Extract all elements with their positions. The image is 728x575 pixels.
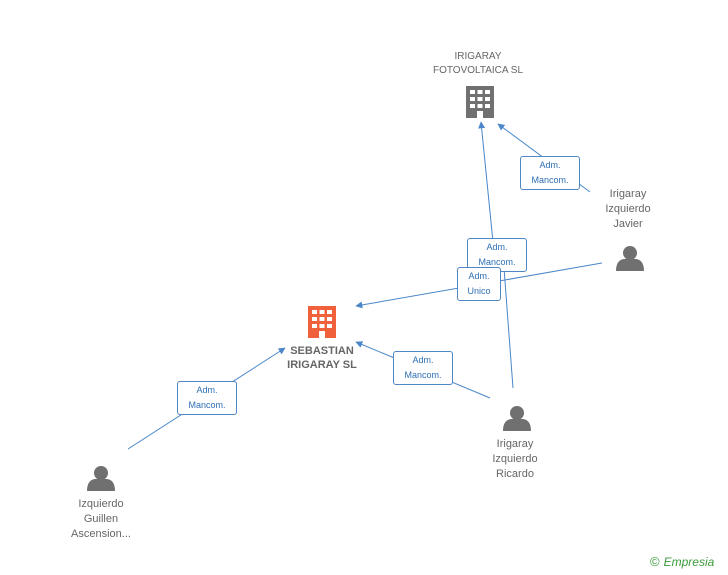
person-label-javier[interactable]: Irigaray Izquierdo Javier bbox=[605, 188, 651, 230]
edge-label-ascension-sebastian: Adm. Mancom. bbox=[177, 381, 237, 415]
person-icon bbox=[616, 246, 644, 271]
person-icon bbox=[87, 466, 115, 491]
building-icon bbox=[466, 86, 494, 118]
company-label-fotovoltaica[interactable]: IRIGARAY FOTOVOLTAICA SL bbox=[432, 51, 524, 76]
person-label-ricardo[interactable]: Irigaray Izquierdo Ricardo bbox=[492, 438, 538, 480]
person-label-ascension[interactable]: Izquierdo Guillen Ascension... bbox=[71, 498, 131, 540]
building-icon bbox=[308, 306, 336, 338]
company-label-sebastian[interactable]: SEBASTIAN IRIGARAY SL bbox=[287, 345, 357, 371]
edge-ricardo-vertical bbox=[503, 267, 514, 389]
edge-label-javier-fotovoltaica: Adm. Mancom. bbox=[520, 156, 580, 190]
person-icon bbox=[503, 406, 531, 431]
edge-label-ricardo-sebastian: Adm. Mancom. bbox=[393, 351, 453, 385]
edge-label-ricardo-fotovoltaica: Adm. Mancom. bbox=[467, 238, 527, 272]
copyright-symbol: © bbox=[650, 554, 660, 569]
brand-logo: ©Empresia bbox=[650, 554, 714, 569]
brand-name: Empresia bbox=[663, 555, 715, 569]
edge-label-javier-sebastian: Adm. Unico bbox=[457, 267, 501, 301]
